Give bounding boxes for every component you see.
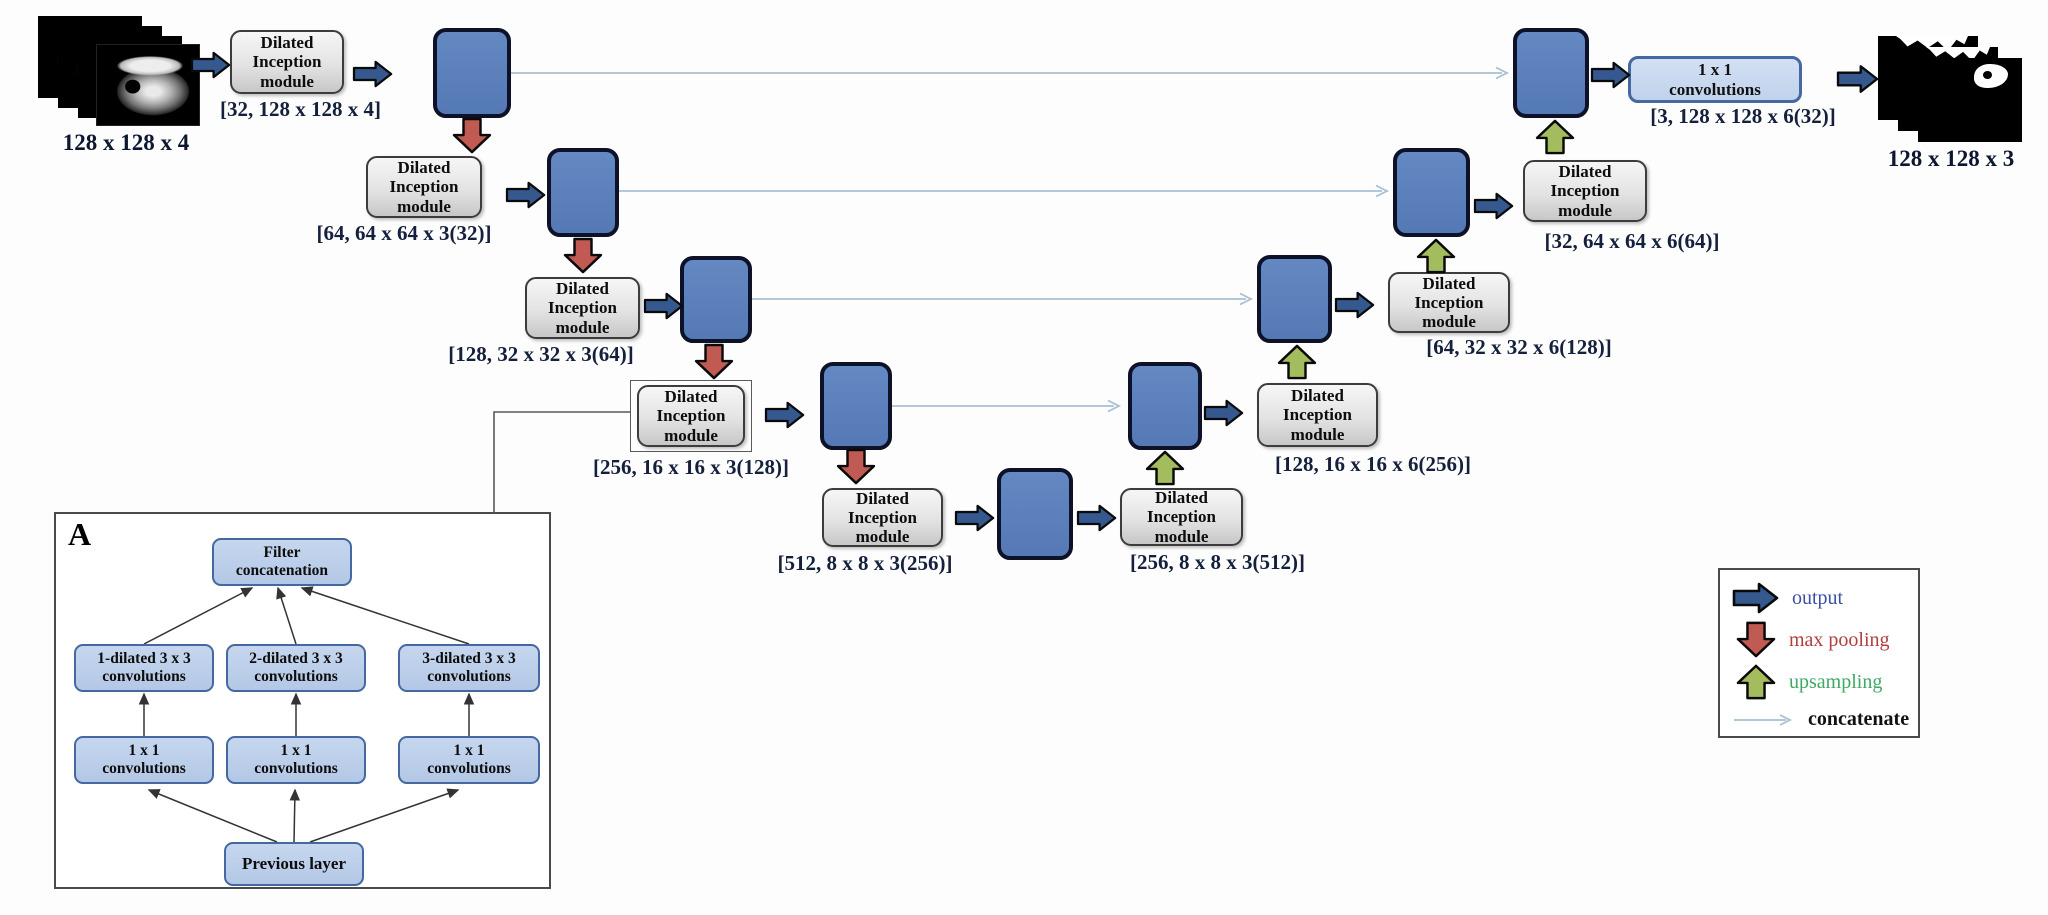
dilated-inception-module: Dilated Inception module <box>637 385 745 447</box>
legend: output max pooling upsampling concatenat… <box>1718 568 1920 738</box>
dilated-inception-module: Dilated Inception module <box>1257 383 1378 447</box>
upsampling-arrow <box>1277 344 1317 380</box>
inset-arrows <box>138 586 475 843</box>
module-callout-outline <box>630 380 752 452</box>
inset-tag: A <box>68 516 92 552</box>
inset-callout-line <box>493 411 630 513</box>
output-arrow-icon <box>1732 582 1779 614</box>
legend-label: upsampling <box>1789 670 1883 693</box>
output-caption: 128 x 128 x 3 <box>1887 146 2015 171</box>
dilated-inception-module: Dilated Inception module <box>525 277 640 339</box>
dim-label: [256, 16 x 16 x 3(128)] <box>593 455 789 479</box>
dilated-inception-module: Dilated Inception module <box>366 156 482 218</box>
filter-concatenation-box: Filter concatenation <box>212 538 352 586</box>
dim-label: [512, 8 x 8 x 3(256)] <box>777 551 953 575</box>
upsampling-arrow <box>1416 238 1456 274</box>
output-arrow <box>1836 65 1879 93</box>
output-arrow <box>1334 291 1375 319</box>
max-pooling-arrow <box>452 117 492 154</box>
dim-label: [128, 32 x 32 x 3(64)] <box>448 342 634 366</box>
max-pooling-arrow-icon <box>1736 621 1776 658</box>
legend-item-output: output <box>1732 582 1844 614</box>
output-arrow <box>1076 504 1117 532</box>
max-pooling-arrow <box>694 343 734 380</box>
feature-map-box <box>1128 362 1202 450</box>
output-arrow <box>954 504 995 532</box>
conv-1x1-branch-box: 1 x 1 convolutions <box>226 736 366 784</box>
feature-map-box <box>547 148 619 237</box>
legend-label: max pooling <box>1789 628 1890 651</box>
dilated-conv-box-2: 2-dilated 3 x 3 convolutions <box>226 644 366 692</box>
dim-label: [64, 32 x 32 x 6(128)] <box>1426 335 1612 359</box>
dilated-inception-module: Dilated Inception module <box>1120 488 1243 546</box>
dim-label: [128, 16 x 16 x 6(256)] <box>1275 452 1471 476</box>
output-arrow <box>1590 61 1631 89</box>
inset-dilated-inception-detail: A Filter concatenation 1-dilated 3 x 3 c… <box>54 512 551 889</box>
input-caption: 128 x 128 x 4 <box>62 130 190 155</box>
dim-label: [3, 128 x 128 x 6(32)] <box>1650 104 1836 128</box>
dilated-inception-module: Dilated Inception module <box>230 30 344 94</box>
output-arrow <box>1203 399 1244 427</box>
legend-item-upsampling: upsampling <box>1734 664 1882 700</box>
dilated-inception-module: Dilated Inception module <box>1523 160 1647 222</box>
feature-map-box <box>1513 28 1589 118</box>
feature-map-box <box>1393 148 1470 237</box>
dilated-conv-box-3: 3-dilated 3 x 3 convolutions <box>398 644 540 692</box>
feature-map-box <box>680 256 752 343</box>
segmentation-blob-hole <box>1983 71 1992 79</box>
legend-label: concatenate <box>1808 708 1910 730</box>
dilated-inception-module: Dilated Inception module <box>1388 272 1510 333</box>
upsampling-arrow <box>1145 450 1185 486</box>
feature-map-box <box>820 362 892 450</box>
conv-1x1-box: 1 x 1 convolutions <box>1628 56 1802 103</box>
feature-map-box <box>997 468 1073 560</box>
output-arrow <box>643 292 684 320</box>
max-pooling-arrow <box>563 237 603 274</box>
upsampling-arrow-icon <box>1736 664 1776 700</box>
feature-map-box <box>433 28 511 118</box>
concatenate-line-icon <box>1734 713 1793 726</box>
conv-1x1-branch-box: 1 x 1 convolutions <box>398 736 540 784</box>
upsampling-arrow <box>1535 119 1575 155</box>
legend-label: output <box>1792 586 1844 609</box>
output-arrow <box>352 60 393 88</box>
dim-label: [32, 128 x 128 x 4] <box>220 97 381 121</box>
dim-label: [64, 64 x 64 x 3(32)] <box>316 221 492 245</box>
output-slice-front <box>1918 58 2022 142</box>
conv-1x1-branch-box: 1 x 1 convolutions <box>74 736 214 784</box>
output-arrow <box>505 181 546 209</box>
dilated-conv-box-1: 1-dilated 3 x 3 convolutions <box>74 644 214 692</box>
max-pooling-arrow <box>836 448 876 485</box>
dim-label: [256, 8 x 8 x 3(512)] <box>1130 550 1305 574</box>
legend-item-concatenate: concatenate <box>1734 708 1909 731</box>
dilated-inception-module: Dilated Inception module <box>822 488 943 547</box>
feature-map-box <box>1257 255 1332 343</box>
output-arrow <box>764 401 805 429</box>
legend-item-max-pooling: max pooling <box>1734 621 1890 658</box>
output-arrow <box>1473 192 1514 220</box>
output-arrow <box>190 51 231 79</box>
dim-label: [32, 64 x 64 x 6(64)] <box>1544 229 1720 253</box>
previous-layer-box: Previous layer <box>224 842 364 886</box>
input-slice-front <box>96 44 200 126</box>
